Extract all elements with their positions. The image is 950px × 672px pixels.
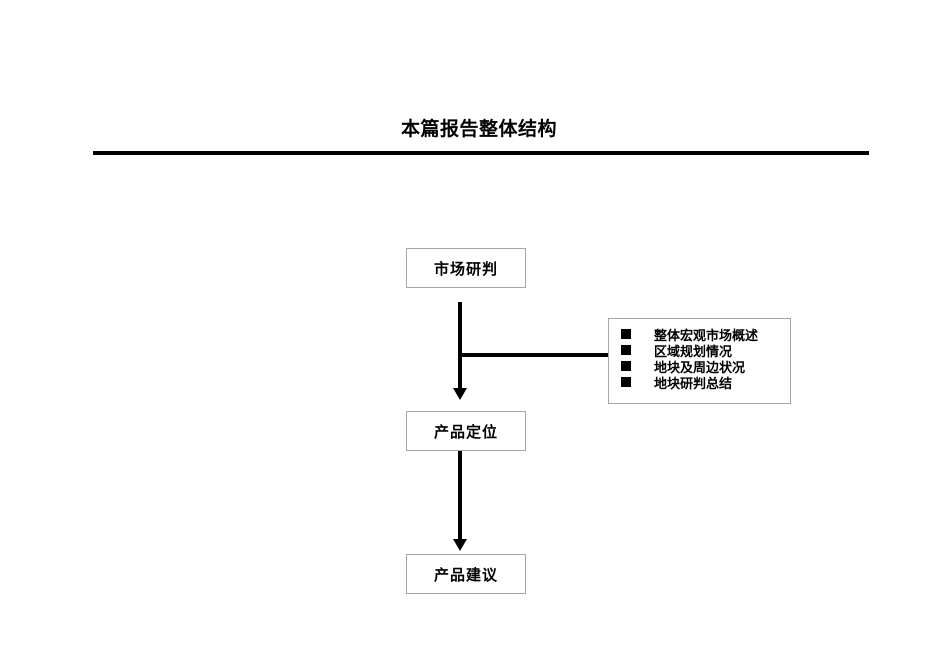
title-divider-rule: [93, 151, 869, 155]
bullet-square-icon: [621, 377, 631, 387]
flowchart-node-product-positioning: 产品定位: [406, 411, 526, 451]
flowchart-node-product-recommendation: 产品建议: [406, 554, 526, 594]
callout-item-label: 地块及周边状况: [654, 359, 746, 375]
callout-item: 整体宏观市场概述: [621, 326, 790, 343]
bullet-square-icon: [621, 361, 631, 371]
bullet-square-icon: [621, 329, 631, 339]
arrow-down-icon: [453, 388, 467, 400]
connector-shaft-1: [458, 302, 462, 389]
callout-item: 地块研判总结: [621, 374, 790, 391]
bullet-square-icon: [621, 345, 631, 355]
flowchart-node-market-analysis: 市场研判: [406, 248, 526, 288]
arrow-down-icon: [453, 539, 467, 551]
slide-title: 本篇报告整体结构: [400, 119, 557, 140]
callout-item-label: 地块研判总结: [654, 375, 733, 391]
callout-item: 区域规划情况: [621, 342, 790, 359]
callout-item-label: 区域规划情况: [654, 343, 733, 359]
node-label: 产品定位: [433, 423, 498, 441]
callout-item: 地块及周边状况: [621, 358, 790, 375]
connector-branch-line: [460, 353, 608, 357]
node-label: 产品建议: [433, 566, 498, 584]
node-label: 市场研判: [433, 260, 498, 278]
callout-item-label: 整体宏观市场概述: [654, 327, 759, 343]
connector-shaft-2: [458, 451, 462, 539]
callout-box: 整体宏观市场概述 区域规划情况 地块及周边状况 地块研判总结: [608, 318, 791, 404]
